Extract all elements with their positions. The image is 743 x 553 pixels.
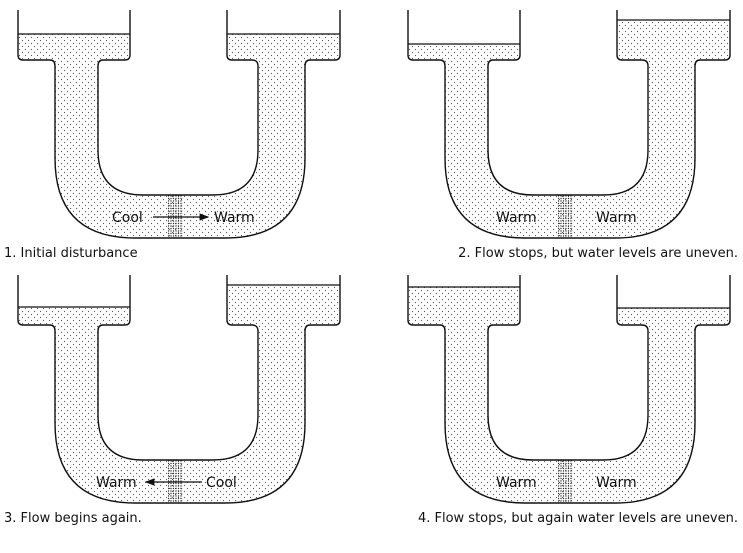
left-temperature-label: Warm <box>496 475 537 491</box>
tube-inner-wall <box>487 10 649 196</box>
panel-1: Cool Warm 1. Initial disturbance <box>4 10 341 261</box>
tube-inner-wall <box>97 275 259 461</box>
water-fill <box>18 34 340 238</box>
water-fill <box>408 20 730 238</box>
right-temperature-label: Warm <box>596 210 637 226</box>
water-fill <box>408 287 730 503</box>
left-temperature-label: Cool <box>112 210 143 226</box>
panel-4: Warm Warm 4. Flow stops, but again water l… <box>407 275 738 526</box>
tube-outer-wall <box>17 10 341 239</box>
right-temperature-label: Warm <box>596 475 637 491</box>
panel-2: Warm Warm 2. Flow stops, but water levels … <box>407 10 738 261</box>
disturbance-band <box>558 450 573 503</box>
tube-inner-wall <box>97 10 259 196</box>
tube-outer-wall <box>407 275 731 504</box>
left-temperature-label: Warm <box>496 210 537 226</box>
left-temperature-label: Warm <box>96 475 137 491</box>
disturbance-band <box>168 185 183 238</box>
disturbance-band <box>558 185 573 238</box>
panel-caption: 2. Flow stops, but water levels are unev… <box>458 246 738 261</box>
tube-outer-wall <box>407 10 731 239</box>
right-temperature-label: Cool <box>206 475 237 491</box>
tube-outer-wall <box>17 275 341 504</box>
panel-3: Warm Cool 3. Flow begins again. <box>4 275 341 526</box>
disturbance-band <box>168 450 183 503</box>
tube-inner-wall <box>487 275 649 461</box>
water-fill <box>18 285 340 503</box>
panel-caption: 3. Flow begins again. <box>4 511 142 526</box>
right-temperature-label: Warm <box>214 210 255 226</box>
panel-caption: 4. Flow stops, but again water levels ar… <box>418 511 738 526</box>
panel-caption: 1. Initial disturbance <box>4 246 138 261</box>
